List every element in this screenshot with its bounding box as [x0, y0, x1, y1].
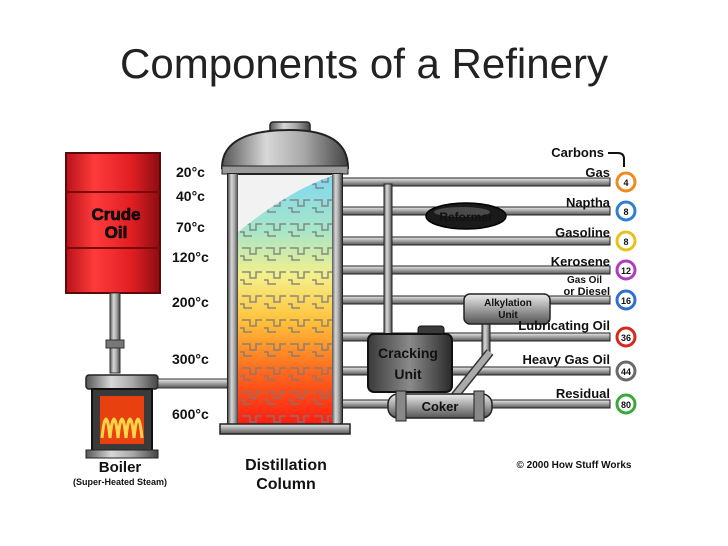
carbon-count: 12 [621, 266, 631, 276]
carbon-badge-lubricating-oil: 36 [615, 326, 637, 348]
column-label-2: Column [256, 476, 316, 493]
carbon-badge-gas: 4 [615, 171, 637, 193]
alkylation-label-2: Unit [498, 310, 518, 321]
boiler-note: (Super-Heated Steam) [73, 477, 167, 487]
carbon-badges: 4 8 8 12 16 36 44 80 [615, 171, 637, 415]
column-label: Distillation [245, 457, 327, 474]
product-gas-oil-label: Gas Oil [567, 275, 602, 286]
slide-title: Components of a Refinery [120, 40, 608, 87]
product-heavy-gas-oil-label: Heavy Gas Oil [523, 352, 610, 367]
crude-oil-label: Crude [91, 205, 140, 224]
barrel-to-boiler-pipe [109, 292, 121, 374]
cracking-label-2: Unit [394, 366, 422, 382]
carbon-count: 16 [621, 296, 631, 306]
temperature-label: 70°c [176, 219, 205, 235]
product-gas-oil-label-2: or Diesel [564, 286, 610, 298]
temperature-label: 20°c [176, 164, 205, 180]
reformer-unit: Reformer [425, 202, 507, 230]
product-gas-label: Gas [585, 165, 610, 180]
temperature-label: 600°c [172, 406, 209, 422]
distillation-column: Distillation Column [219, 121, 351, 493]
alkylation-label: Alkylation [484, 298, 532, 309]
carbon-count: 80 [621, 400, 631, 410]
carbon-badge-kerosene: 12 [615, 259, 637, 281]
temperature-label: 200°c [172, 294, 209, 310]
boiler: Boiler (Super-Heated Steam) [73, 374, 167, 487]
carbons-arrow [608, 152, 625, 167]
product-labels: Gas Naptha Gasoline Kerosene Gas Oil or … [518, 165, 611, 401]
product-lubricating-oil-label: Lubricating Oil [518, 318, 610, 333]
carbon-badge-gasoline: 8 [615, 230, 637, 252]
carbon-count: 44 [621, 367, 631, 377]
temperature-label: 300°c [172, 351, 209, 367]
temperature-label: 120°c [172, 249, 209, 265]
carbon-badge-naptha: 8 [615, 200, 637, 222]
temperature-label: 40°c [176, 188, 205, 204]
carbon-count: 36 [621, 333, 631, 343]
product-residual-label: Residual [556, 386, 610, 401]
product-gasoline-label: Gasoline [555, 225, 610, 240]
carbon-count: 4 [623, 178, 628, 188]
boiler-to-column-pipe [157, 378, 231, 389]
carbon-badge-residual: 80 [615, 393, 637, 415]
carbon-count: 8 [623, 207, 628, 217]
alkylation-unit: Alkylation Unit [463, 293, 551, 325]
carbon-count: 8 [623, 237, 628, 247]
crude-oil-barrel: Crude Oil [65, 152, 161, 294]
carbons-header: Carbons [551, 145, 604, 160]
crude-oil-label-2: Oil [105, 223, 128, 242]
cracking-label: Cracking [378, 345, 438, 361]
boiler-label: Boiler [99, 459, 142, 476]
coker-label: Coker [422, 399, 459, 414]
carbon-badge-gas-oil: 16 [615, 289, 637, 311]
temperature-scale: 20°c 40°c 70°c 120°c 200°c 300°c 600°c [172, 164, 209, 422]
cracking-unit: Cracking Unit [367, 325, 453, 393]
coker-unit: Coker [387, 390, 493, 422]
carbon-badge-heavy-gas-oil: 44 [615, 360, 637, 382]
copyright-note: © 2000 How Stuff Works [517, 460, 632, 471]
product-kerosene-label: Kerosene [551, 254, 610, 269]
reformer-label: Reformer [439, 210, 493, 224]
product-naptha-label: Naptha [566, 195, 611, 210]
